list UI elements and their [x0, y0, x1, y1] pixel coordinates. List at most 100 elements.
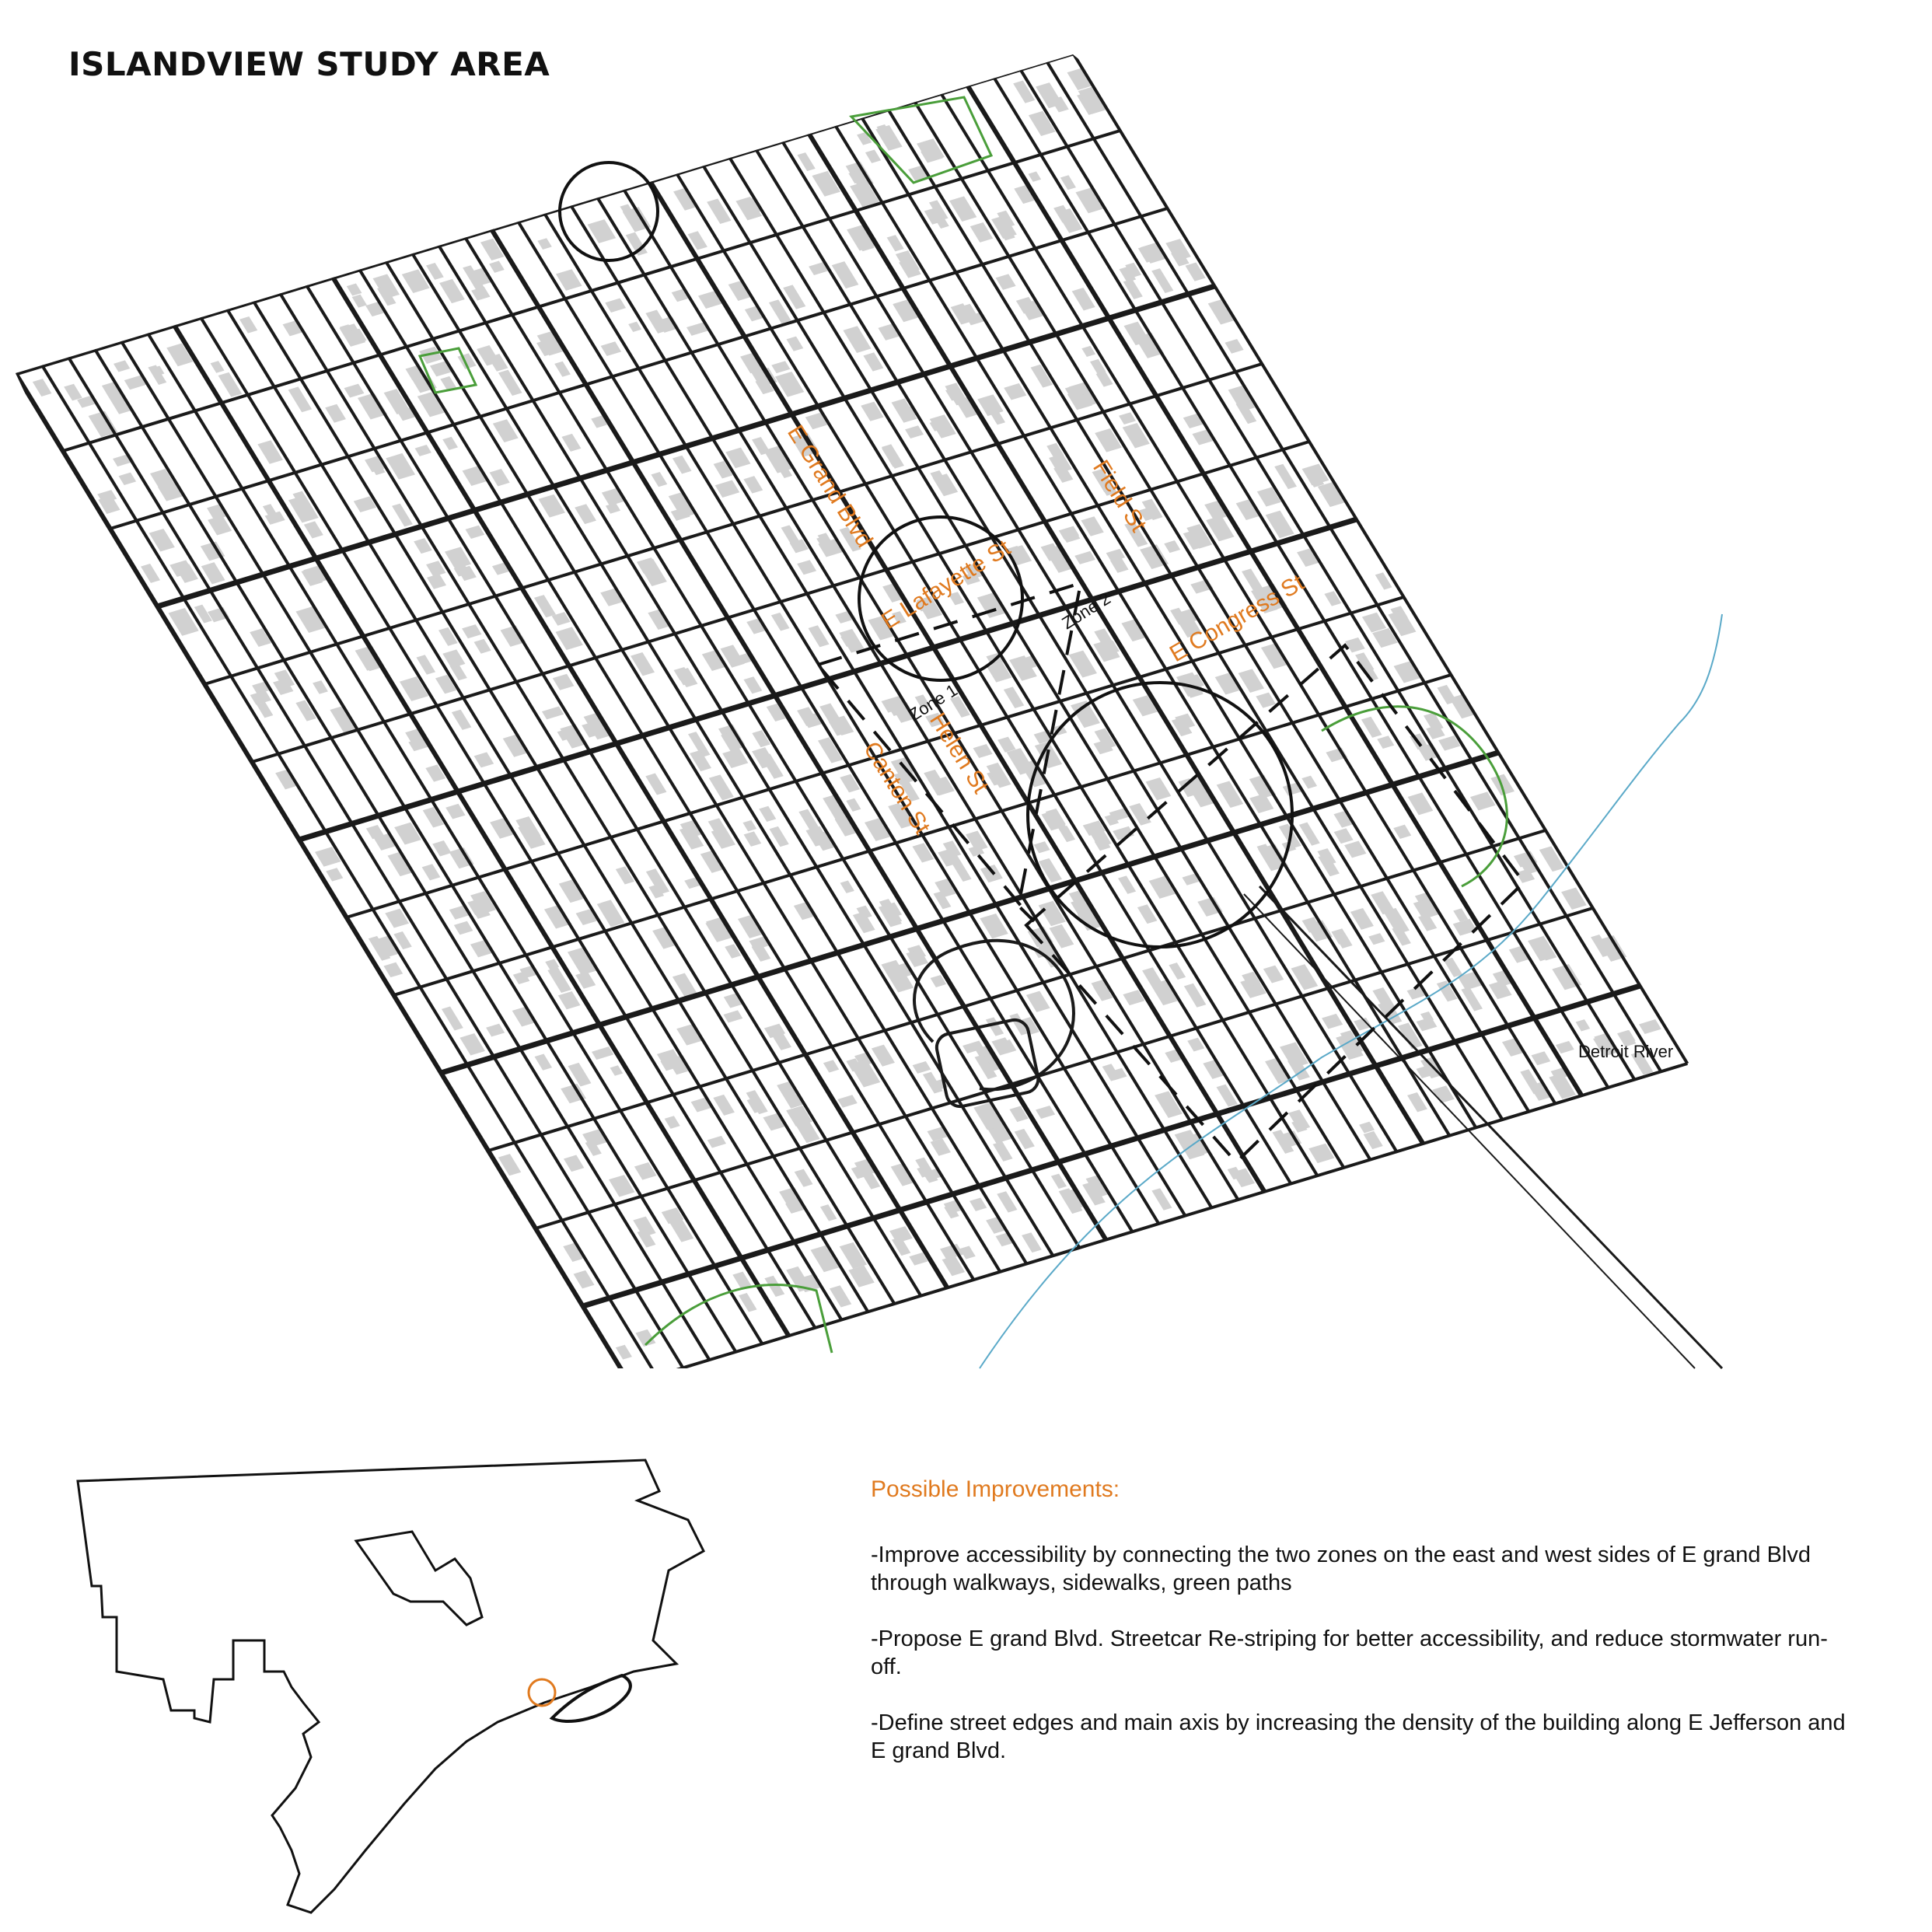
- building: [1009, 655, 1037, 681]
- building: [850, 1059, 881, 1088]
- focus-circles: [558, 161, 1294, 949]
- building: [438, 627, 458, 646]
- zone-outlines: [815, 581, 1526, 1165]
- building: [1004, 383, 1027, 400]
- building: [686, 322, 709, 336]
- building: [1598, 935, 1627, 962]
- building: [793, 901, 817, 921]
- building: [672, 973, 699, 1000]
- building: [615, 1344, 632, 1360]
- building: [610, 1065, 624, 1076]
- building: [1539, 846, 1565, 872]
- building: [708, 774, 734, 801]
- building: [1003, 687, 1025, 708]
- building: [325, 404, 346, 423]
- building: [575, 504, 597, 525]
- building: [547, 967, 572, 993]
- building: [1265, 1057, 1291, 1085]
- building: [899, 258, 921, 278]
- building: [912, 843, 935, 863]
- building: [1082, 1181, 1106, 1206]
- building: [470, 891, 497, 914]
- building: [668, 1217, 694, 1242]
- building: [432, 840, 452, 857]
- building: [725, 944, 742, 959]
- street: [569, 204, 1187, 1217]
- building: [963, 563, 983, 580]
- building: [386, 452, 416, 480]
- building: [1049, 924, 1074, 949]
- building: [1256, 487, 1281, 507]
- building: [660, 1058, 676, 1071]
- building: [536, 330, 564, 356]
- building: [453, 564, 470, 577]
- building: [1203, 1060, 1225, 1079]
- water-label-detroit-river: Detroit River: [1578, 1042, 1673, 1061]
- building: [365, 825, 384, 840]
- building: [882, 582, 906, 603]
- building: [534, 1053, 553, 1071]
- building: [502, 733, 529, 757]
- building: [500, 625, 526, 647]
- building: [416, 655, 436, 675]
- building: [1406, 987, 1426, 1000]
- building: [1630, 1051, 1654, 1075]
- building: [823, 793, 851, 820]
- building: [857, 131, 872, 145]
- building: [909, 1252, 928, 1266]
- building: [1336, 1033, 1364, 1060]
- building: [1109, 557, 1129, 573]
- building: [846, 798, 861, 812]
- building: [1333, 810, 1354, 828]
- building: [905, 425, 924, 438]
- building: [1077, 910, 1102, 931]
- building: [288, 494, 319, 523]
- building: [746, 1097, 765, 1113]
- street: [199, 316, 817, 1329]
- building: [353, 496, 377, 512]
- building: [346, 283, 362, 296]
- building: [879, 899, 903, 924]
- building: [925, 712, 945, 728]
- building: [609, 1175, 635, 1197]
- street: [251, 440, 1310, 763]
- building: [763, 445, 793, 473]
- building: [1594, 1033, 1613, 1050]
- shoreline: [979, 613, 1723, 1369]
- building: [722, 748, 749, 768]
- street: [67, 356, 685, 1368]
- building: [561, 1083, 586, 1104]
- building: [707, 198, 732, 225]
- building: [168, 608, 199, 636]
- building: [1140, 544, 1169, 569]
- street: [16, 372, 632, 1368]
- building: [1207, 299, 1237, 325]
- building: [1461, 987, 1483, 1011]
- improvement-item: -Propose E grand Blvd. Streetcar Re-stri…: [871, 1626, 1828, 1679]
- building: [1122, 423, 1150, 449]
- building: [969, 1197, 987, 1211]
- building: [1216, 781, 1244, 809]
- building: [1119, 266, 1137, 282]
- building: [551, 612, 571, 626]
- building: [1185, 262, 1206, 281]
- building: [930, 974, 947, 987]
- building: [113, 360, 131, 372]
- building: [1354, 1017, 1372, 1031]
- building: [351, 294, 367, 308]
- park-outlines: [417, 96, 1508, 1354]
- street: [543, 211, 1161, 1225]
- building: [829, 1285, 852, 1308]
- building: [721, 732, 742, 752]
- building: [1297, 547, 1320, 567]
- building: [1249, 774, 1277, 799]
- building: [1368, 933, 1385, 945]
- building: [1091, 979, 1112, 996]
- building: [840, 880, 854, 893]
- building: [361, 654, 381, 672]
- building: [600, 341, 622, 356]
- street: [675, 172, 1293, 1185]
- building: [393, 931, 412, 950]
- building: [1452, 918, 1477, 936]
